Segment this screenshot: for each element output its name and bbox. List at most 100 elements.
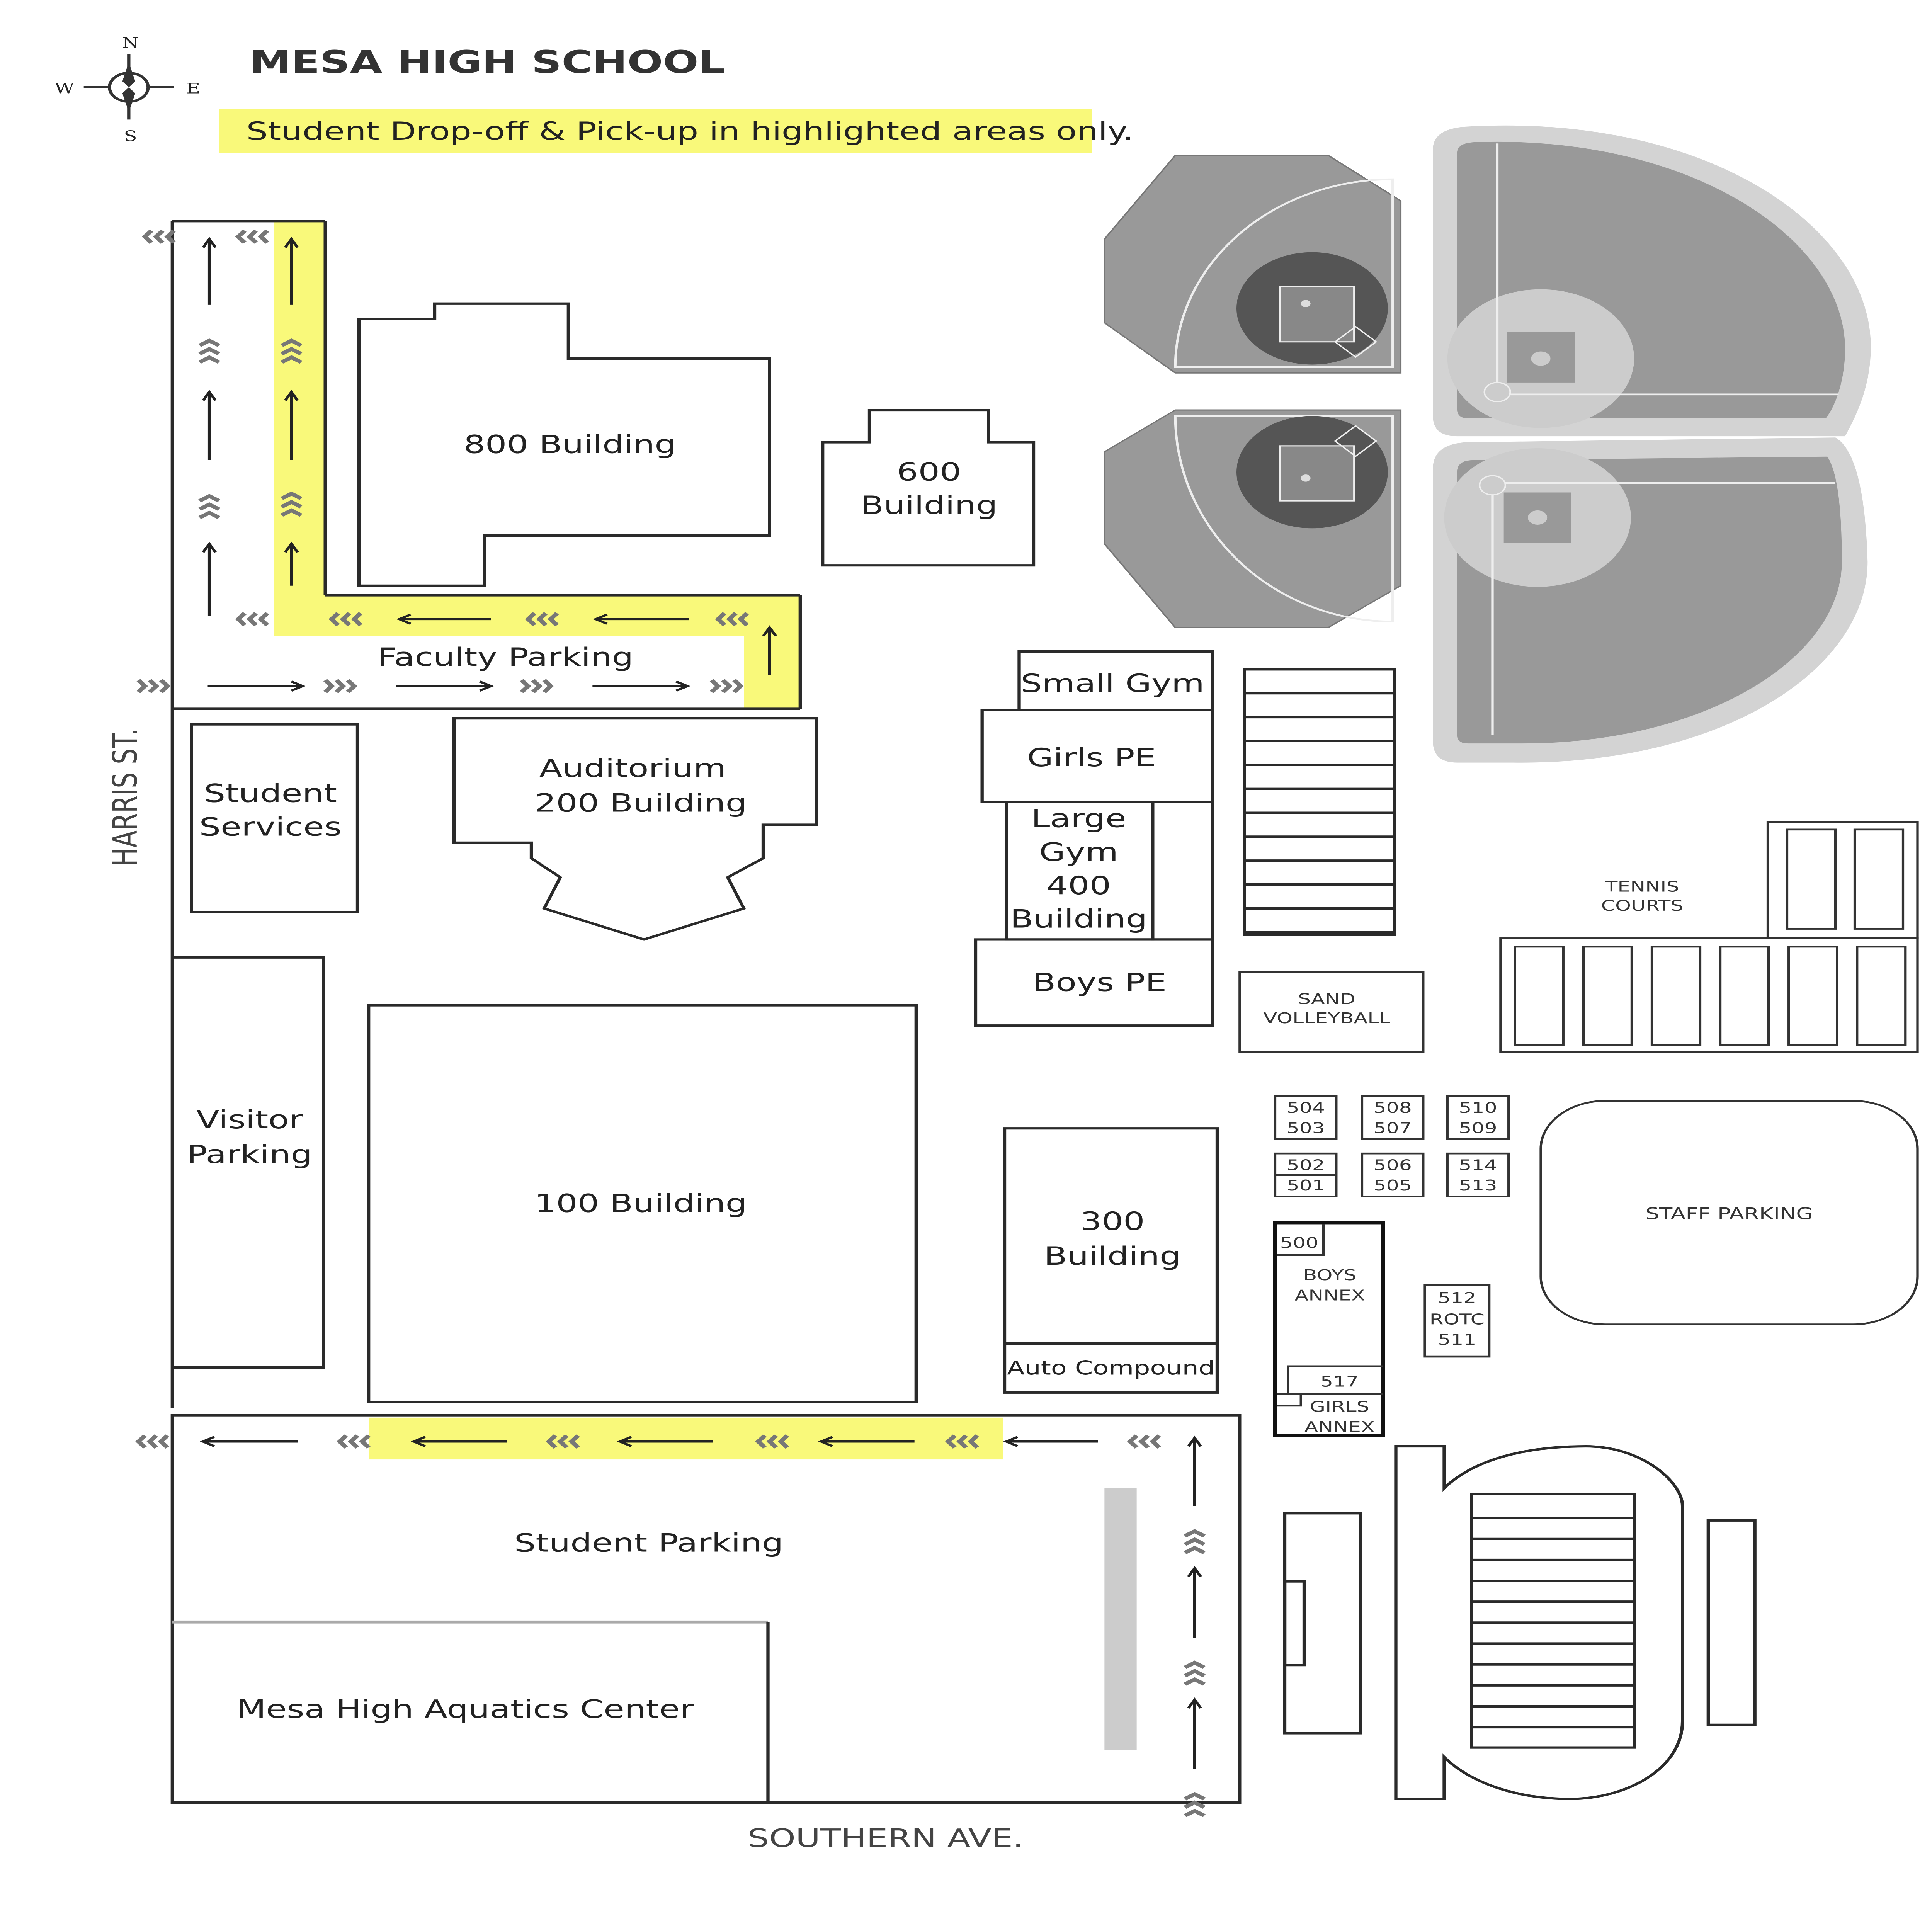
tennis-court [1787, 946, 1838, 1046]
room-number: 509 [1459, 1119, 1497, 1137]
room-number: 501 [1286, 1177, 1325, 1194]
sand-volleyball-label-1: SAND [1298, 990, 1355, 1008]
direction-arrow-icon [1187, 1435, 1202, 1506]
boys-annex-label-2: ANNEX [1295, 1286, 1365, 1304]
building-auditorium-200[interactable] [452, 717, 818, 941]
room-number: 503 [1286, 1119, 1325, 1137]
large-gym-label-2: Gym [1039, 837, 1118, 867]
direction-arrow-icon [202, 236, 217, 305]
chevron-left-icon [235, 612, 269, 626]
faculty-parking-lot [170, 220, 802, 1408]
tennis-court [1719, 946, 1770, 1046]
direction-arrow-icon [284, 236, 299, 305]
tennis-court [1582, 946, 1633, 1046]
tennis-court [1514, 946, 1565, 1046]
large-gym-label-3: 400 [1046, 871, 1111, 900]
campus-map: N S E W MESA HIGH SCHOOL Student Drop-of… [54, 35, 1919, 1853]
traffic-arrows [135, 230, 1206, 1817]
notice-banner [219, 109, 1092, 153]
compass-e: E [186, 80, 200, 97]
boys-annex-label-1: BOYS [1303, 1266, 1357, 1284]
student-parking-label: Student Parking [514, 1528, 784, 1558]
room-500-label: 500 [1280, 1234, 1318, 1252]
building-600-label-2: Building [861, 491, 998, 520]
direction-arrow-icon [202, 541, 217, 616]
room-517-label: 517 [1320, 1372, 1359, 1390]
student-services-label-1: Student [204, 779, 337, 808]
direction-arrow-icon [592, 680, 690, 692]
rotc-label-2: ROTC [1430, 1310, 1485, 1328]
direction-arrow-icon [1187, 1566, 1202, 1638]
softball-field-south [1104, 409, 1402, 628]
room-number: 506 [1373, 1156, 1412, 1174]
chevron-left-icon [546, 1434, 580, 1449]
direction-arrow-icon [202, 389, 217, 460]
student-parking-lot[interactable] [170, 1414, 1242, 1804]
chevron-left-icon [715, 612, 749, 626]
building-300[interactable] [1003, 1127, 1219, 1394]
girls-pe-label: Girls PE [1027, 743, 1156, 772]
room-number: 510 [1459, 1099, 1497, 1117]
direction-arrow-icon [818, 1436, 915, 1447]
chevron-up-icon [198, 338, 221, 364]
rotc-label-1: 512 [1438, 1289, 1476, 1307]
visitor-parking-label-1: Visitor [196, 1105, 303, 1134]
baseball-field-south [1433, 437, 1868, 763]
building-student-services[interactable] [190, 723, 359, 913]
tennis-courts-label-2: COURTS [1601, 897, 1684, 915]
sand-volleyball-court[interactable] [1238, 971, 1425, 1053]
direction-arrow-icon [1187, 1697, 1202, 1769]
building-boys-pe[interactable] [974, 938, 1214, 1027]
faculty-parking-label: Faculty Parking [378, 643, 633, 672]
chevron-up-icon [1184, 1529, 1206, 1554]
chevron-right-icon [136, 679, 171, 693]
tennis-courts[interactable] [1499, 821, 1919, 1053]
direction-arrow-icon [284, 541, 299, 586]
staff-parking-lot[interactable] [1539, 1100, 1919, 1325]
direction-arrow-icon [396, 614, 491, 625]
softball-field-north [1104, 155, 1402, 374]
student-services-label-2: Services [199, 812, 342, 842]
building-800[interactable] [357, 302, 771, 587]
chevron-up-icon [1184, 1660, 1206, 1686]
building-100[interactable] [367, 1004, 918, 1403]
room-number: 505 [1373, 1177, 1412, 1194]
chevron-left-icon [755, 1434, 789, 1449]
room-number: 504 [1286, 1099, 1325, 1117]
room-number: 514 [1459, 1156, 1497, 1174]
direction-arrow-icon [284, 389, 299, 460]
boys-girls-annex[interactable] [1273, 1221, 1385, 1437]
direction-arrow-icon [762, 625, 777, 675]
compass-n: N [122, 35, 139, 51]
tennis-court [1786, 828, 1837, 930]
football-stadium[interactable] [1283, 1445, 1757, 1800]
direction-arrow-icon [200, 1436, 298, 1447]
chevron-left-icon [141, 230, 176, 244]
chevron-right-icon [520, 679, 554, 693]
chevron-up-icon [198, 494, 221, 519]
auditorium-label-1: Auditorium [539, 754, 726, 783]
room-number: 508 [1373, 1099, 1412, 1117]
building-300-label-1: 300 [1080, 1207, 1145, 1236]
tennis-court [1650, 946, 1702, 1046]
building-600-label-1: 600 [897, 457, 961, 487]
visitor-parking-label-2: Parking [187, 1140, 312, 1169]
rotc-building[interactable] [1423, 1284, 1491, 1358]
tennis-court [1856, 946, 1907, 1046]
large-gym-annex [1151, 801, 1214, 941]
compass-s: S [124, 128, 137, 145]
direction-arrow-icon [411, 1436, 507, 1447]
street-harris: HARRIS ST. [106, 728, 145, 866]
visitor-parking-lot[interactable] [172, 956, 325, 1369]
chevron-left-icon [525, 612, 559, 626]
chevron-right-icon [323, 679, 357, 693]
boys-pe-label: Boys PE [1032, 968, 1167, 997]
building-600[interactable] [821, 408, 1036, 567]
bleachers-east [1243, 668, 1396, 936]
